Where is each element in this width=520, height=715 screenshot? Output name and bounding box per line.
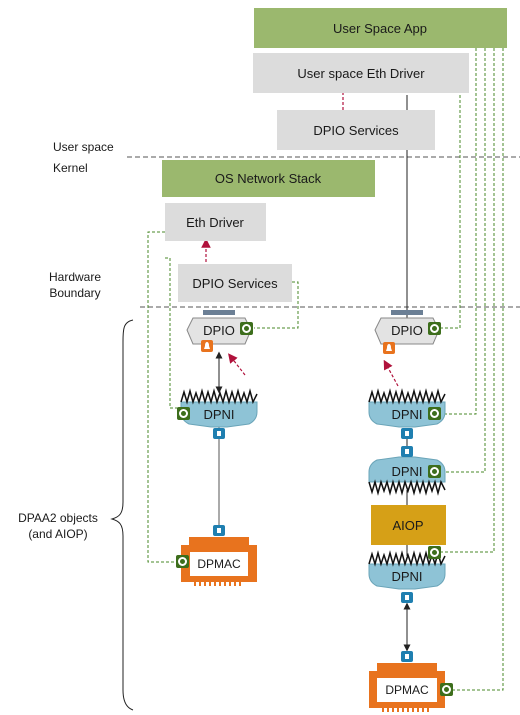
dpio-right-shape [374, 317, 440, 345]
dpni-right-2-shape [368, 456, 446, 483]
boundary-label: Boundary [49, 286, 100, 300]
gear-icon [240, 322, 253, 335]
gear-icon [440, 683, 453, 696]
user-eth-driver-label: User space Eth Driver [297, 66, 425, 81]
os-network-stack-box [162, 160, 375, 197]
objects-label-line1: DPAA2 objects [18, 511, 98, 525]
os-network-stack-label: OS Network Stack [215, 171, 322, 186]
dpio-left-label: DPIO [203, 323, 235, 338]
dpni-right-2-label: DPNI [391, 464, 422, 479]
dpni-right-1-queues [368, 388, 446, 405]
dpmac-left-label: DPMAC [197, 557, 241, 571]
kernel-label: Kernel [53, 161, 88, 175]
dpni-right-2-queues [368, 479, 446, 496]
gear-icon [177, 407, 190, 420]
user-space-app-box [254, 8, 507, 48]
hardware-label: Hardware [49, 270, 101, 284]
user-eth-driver-box [253, 53, 469, 93]
user-space-app-label: User Space App [333, 21, 427, 36]
objects-brace [110, 319, 134, 711]
dpni-left-label: DPNI [203, 407, 234, 422]
dpio-services-user-label: DPIO Services [313, 123, 399, 138]
dpio-right-portal [391, 310, 423, 315]
objects-label-line2: (and AIOP) [28, 527, 87, 541]
gear-icon [428, 546, 441, 559]
dpio-services-kernel-label: DPIO Services [192, 276, 278, 291]
gear-icon [428, 465, 441, 478]
eth-driver-label: Eth Driver [186, 215, 244, 230]
dpni-right-3-label: DPNI [391, 569, 422, 584]
dpmac-right-label: DPMAC [385, 683, 429, 697]
gear-icon [176, 555, 189, 568]
dpni-right-3-shape [368, 563, 446, 590]
eth-driver-box [165, 203, 266, 241]
gear-icon [428, 322, 441, 335]
dpni-right-1-shape [368, 401, 446, 428]
user-space-label: User space [53, 140, 114, 154]
aiop-box [371, 505, 446, 545]
dpio-services-user-box [277, 110, 435, 150]
dpio-right-label: DPIO [391, 323, 423, 338]
dpio-left-portal [203, 310, 235, 315]
aiop-label: AIOP [392, 518, 423, 533]
gear-icon [428, 407, 441, 420]
dpni-right-1-label: DPNI [391, 407, 422, 422]
dpio-services-kernel-box [178, 264, 292, 302]
control-connections [147, 48, 504, 691]
dpio-left-shape [186, 317, 252, 345]
dpni-left-queues [180, 388, 258, 405]
